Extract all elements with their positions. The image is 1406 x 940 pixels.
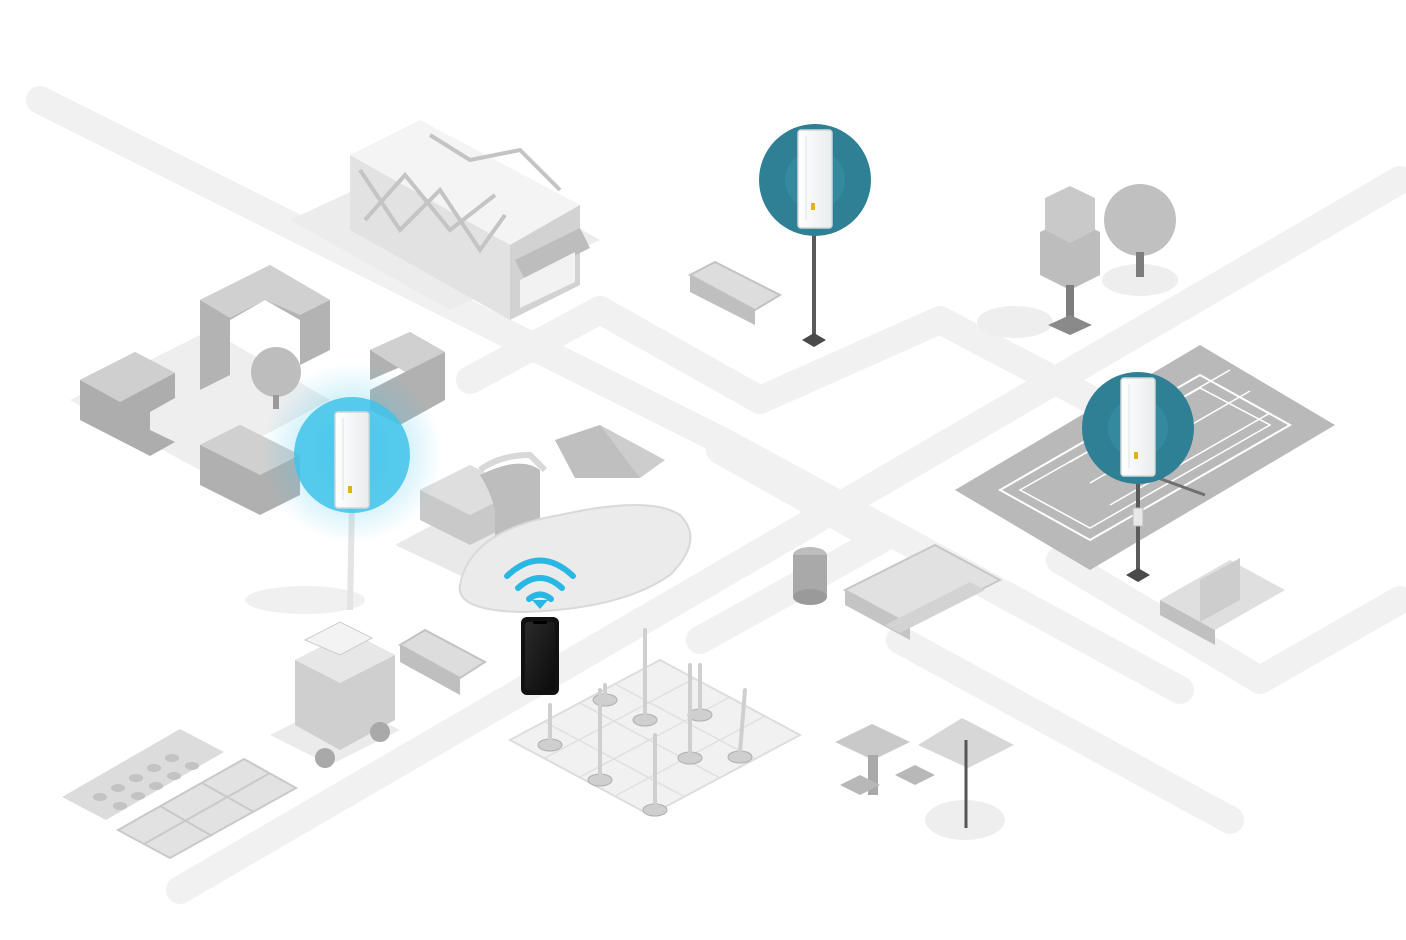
phone-notch (533, 621, 547, 624)
food-cart (270, 621, 400, 768)
client-smartphone[interactable] (504, 557, 576, 696)
trash-bin (793, 547, 827, 605)
skate-park (395, 425, 665, 580)
phone-screen (525, 622, 555, 690)
side-road-right (746, 306, 1144, 434)
bench-top (687, 260, 783, 325)
paving-tiles (115, 757, 299, 860)
box-tree (1040, 217, 1100, 290)
picnic-table (842, 543, 1003, 640)
cafe-seating (835, 718, 1014, 840)
ap-led (1134, 452, 1138, 459)
bench-left (397, 628, 487, 695)
round-tree (1104, 184, 1176, 256)
round-shrub (251, 347, 301, 397)
trees-top-right (977, 184, 1178, 338)
flower-bed (62, 729, 224, 820)
wifi-icon (504, 557, 576, 602)
office-building (290, 120, 600, 320)
building-awning (515, 228, 590, 280)
access-point-plaza[interactable] (759, 124, 871, 347)
bench-right (1160, 558, 1285, 645)
building-entrance (520, 252, 575, 308)
road-network (26, 86, 1406, 904)
ap-device (1120, 377, 1156, 477)
inner-road-loop (686, 436, 894, 654)
access-point-tennis[interactable] (1082, 372, 1194, 582)
side-road-top (456, 296, 774, 414)
fountain-plaza (507, 628, 803, 817)
ap-led (348, 486, 352, 493)
ap-device (797, 129, 833, 229)
cross-road-diagonal (166, 166, 1406, 904)
ap-device (334, 411, 370, 509)
access-point-active[interactable] (245, 363, 442, 614)
ap-led (811, 203, 815, 210)
road-bottom-right (886, 626, 1244, 834)
road-lower-right (1046, 546, 1406, 694)
skate-halfpipe (480, 463, 540, 540)
